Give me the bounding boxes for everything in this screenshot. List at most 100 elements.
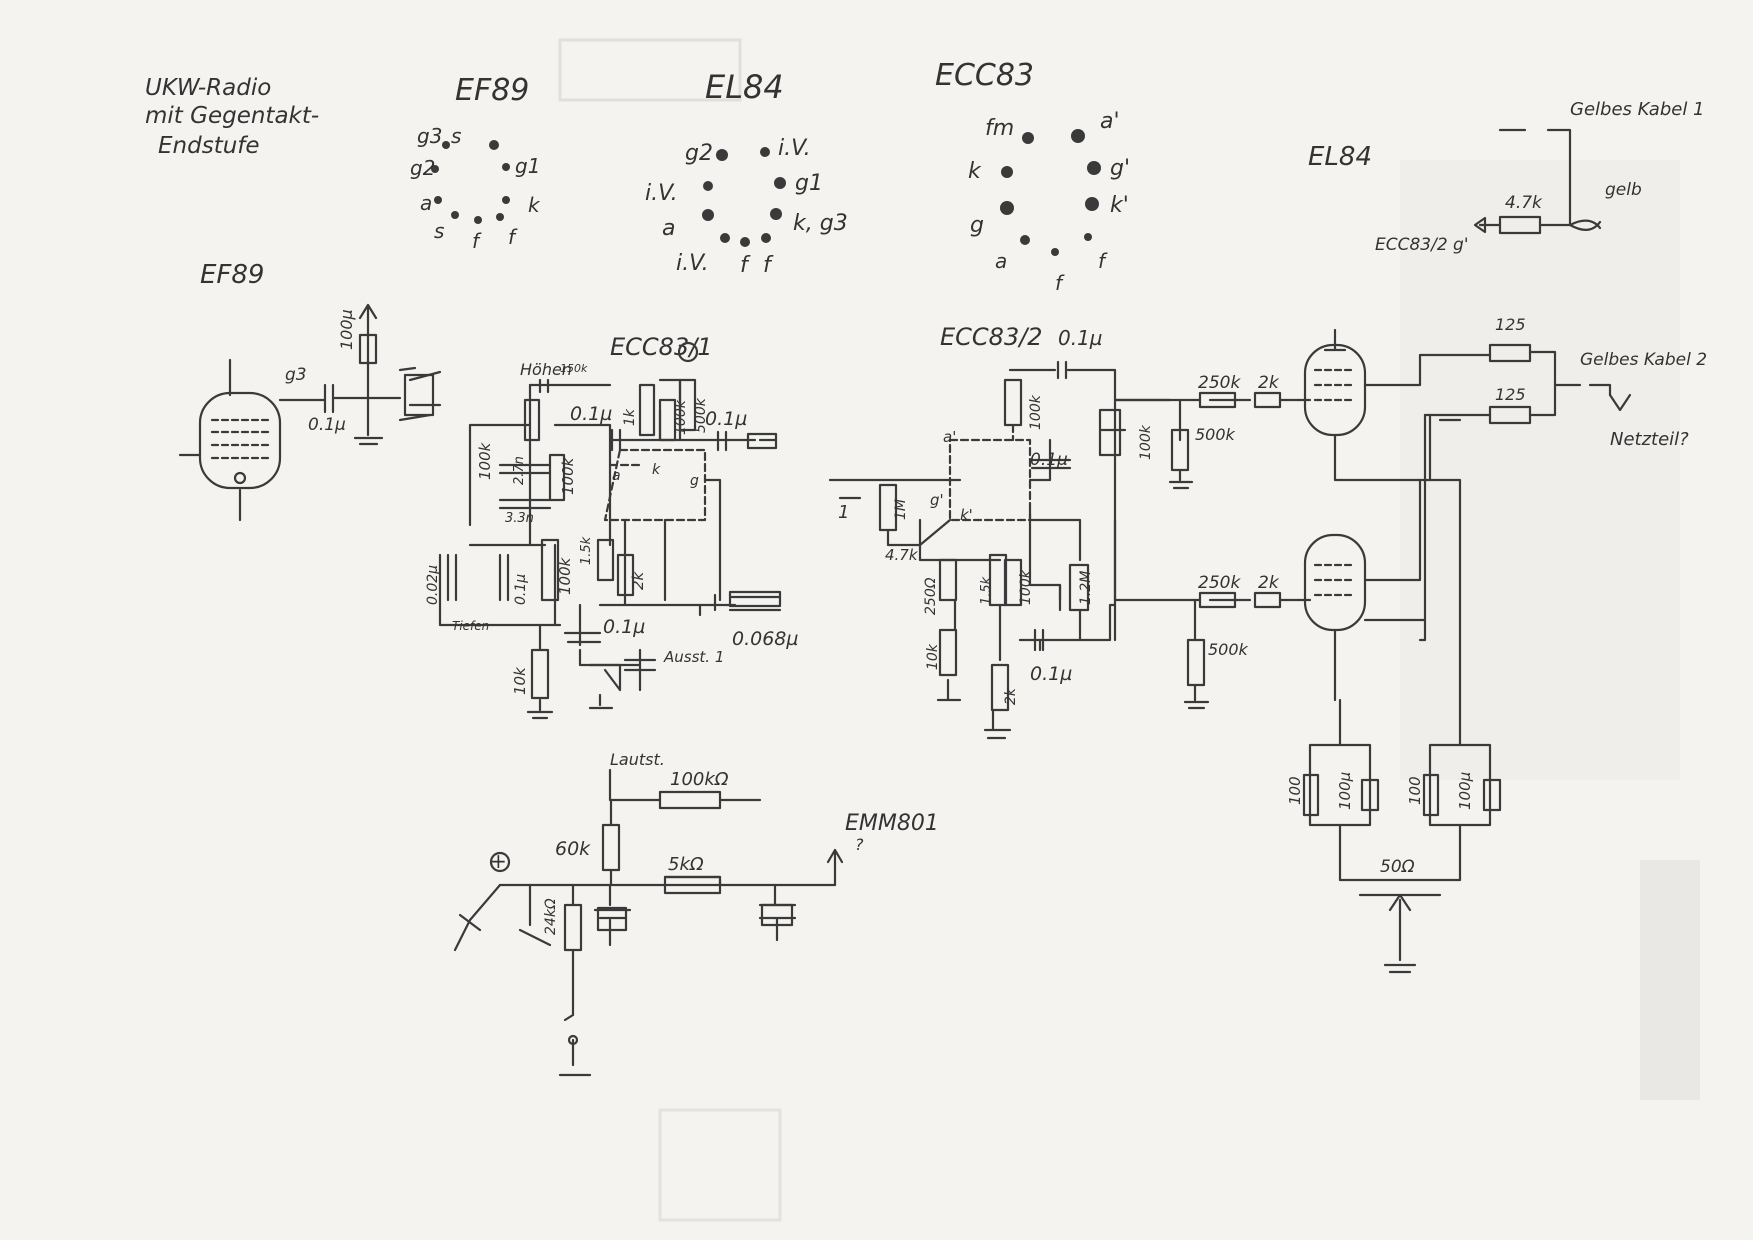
ecc83-1-c01c: 0.1µ <box>513 574 529 605</box>
indicator-r100k: 100kΩ <box>670 769 729 790</box>
pinout-el84-title: EL84 <box>705 68 784 106</box>
top-r250k: 250k <box>1198 373 1241 393</box>
stage-coupling: 250k 2k 500k 250k 2k 500k <box>1113 373 1312 710</box>
stage-ecc83-2: ECC83/2 0.1µ 100k a' 1 1M g' k' 4.7k 0.1… <box>828 323 1172 740</box>
el84-tube-bottom <box>1303 533 1367 632</box>
el84-pin-kg3: k, g3 <box>793 211 848 236</box>
ef89-g3-label: g3 <box>285 365 307 385</box>
ecc83-1-r15k: 1.5k <box>579 536 594 565</box>
ef89-tube <box>198 391 282 490</box>
bottom-r500k: 500k <box>1208 640 1249 659</box>
ef89-pin-g3: g3 <box>417 124 442 148</box>
ecc83-2-r2k: 2k <box>1003 687 1019 705</box>
ecc83-pin-f1: f <box>1055 271 1065 295</box>
cable-1-label: Gelbes Kabel 1 <box>1570 99 1705 120</box>
indicator-r5k: 5kΩ <box>668 854 704 875</box>
el84-r100b: 100 <box>1406 776 1424 805</box>
ecc83-2-r15k: 1.5k <box>979 576 994 605</box>
bottom-r2k: 2k <box>1258 573 1280 593</box>
top-r500k: 500k <box>1195 425 1236 444</box>
el84-pin-g2: g2 <box>685 141 713 166</box>
ecc83-1-c0068: 0.068µ <box>732 628 798 650</box>
bleed-through <box>558 38 1700 1222</box>
ecc83-2-pin-k1: k' <box>960 506 973 524</box>
title-line-1: UKW-Radio <box>145 75 271 101</box>
ecc83-pin-a1: a' <box>1100 109 1120 134</box>
top-r2k: 2k <box>1258 373 1280 393</box>
indicator-emm: EMM801 <box>845 811 939 836</box>
el84-tube-title: EL84 <box>1308 142 1372 172</box>
ef89-pin-s2: s <box>434 219 444 243</box>
ecc83-1-r10k: 10k <box>511 666 529 695</box>
feedback-gelb: gelb <box>1605 180 1642 200</box>
ecc83-pin-g1: g' <box>1110 156 1130 181</box>
pinout-ef89: EF89 g3 s g2 g1 a k s f f <box>410 73 541 253</box>
ecc83-1-r2k: 2k <box>629 570 647 590</box>
ef89-pin-a: a <box>420 191 432 215</box>
title-line-2: mit Gegentakt- <box>145 103 319 129</box>
ecc83-1-r100k-d: 100k <box>556 556 574 595</box>
ecc83-2-pin-g1: g' <box>930 491 944 509</box>
el84-pin-a: a <box>662 216 675 241</box>
el84-c100b: 100µ <box>1456 772 1474 810</box>
interconnect-wires <box>1058 413 1427 642</box>
el84-r125a: 125 <box>1495 315 1526 334</box>
ecc83-2-c01b: 0.1µ <box>1030 450 1068 470</box>
cable-2-label: Gelbes Kabel 2 <box>1580 350 1707 370</box>
ecc83-pin-a: a <box>995 249 1007 273</box>
ecc83-2-title: ECC83/2 <box>940 323 1043 351</box>
ecc83-pin-g: g <box>970 213 984 238</box>
feedback-target: ECC83/2 g' <box>1375 235 1469 255</box>
ecc83-2-r12M: 1.2M <box>1078 571 1094 605</box>
stage-ef89: EF89 g3 0.1µ 100µ <box>178 260 442 522</box>
el84-pot: 50Ω <box>1380 857 1415 877</box>
ef89-pin-k: k <box>528 193 541 217</box>
el84-pin-iv3: i.V. <box>676 251 709 276</box>
ecc83-1-r100k-a: 100k <box>476 441 494 480</box>
ecc83-1-pin-a: a <box>612 468 621 484</box>
ecc83-pin-k1: k' <box>1110 193 1129 218</box>
el84-pin-f2: f <box>763 253 774 278</box>
ecc83-2-r47k: 4.7k <box>885 546 919 564</box>
ecc83-2-r10k: 10k <box>925 643 941 670</box>
ecc83-1-pin-k: k <box>652 462 661 478</box>
pinout-ef89-title: EF89 <box>455 73 529 108</box>
ecc83-2-pin-a1: a' <box>943 428 956 446</box>
indicator-r24k: 24kΩ <box>543 898 559 935</box>
netzteil-label: Netzteil? <box>1610 429 1689 450</box>
title-block: UKW-Radio mit Gegentakt- Endstufe <box>145 75 319 159</box>
ecc83-1-c01d: 0.1µ <box>603 616 645 638</box>
ecc83-2-r250: 250Ω <box>923 577 939 615</box>
bottom-r250k: 250k <box>1198 573 1241 593</box>
stage-indicator: Lautst. 100kΩ 60k + 5kΩ EMM801 ? 24kΩ <box>453 750 939 1077</box>
ef89-elko-label: 100µ <box>337 309 356 350</box>
el84-tube-top <box>1303 343 1367 437</box>
el84-pin-iv2: i.V. <box>645 181 678 206</box>
el84-pin-iv1: i.V. <box>778 136 811 161</box>
ecc83-2-r1M: 1M <box>893 499 909 520</box>
ecc83-1-r1k: 1k <box>622 408 638 426</box>
ef89-pin-g1: g1 <box>515 154 540 178</box>
ecc83-1-c33n: 3.3n <box>505 511 534 526</box>
ecc83-1-aussteuer: Ausst. 1 <box>663 648 724 666</box>
ecc83-1-c01b: 0.1µ <box>705 408 747 430</box>
el84-c100a: 100µ <box>1336 772 1354 810</box>
el84-r125b: 125 <box>1495 385 1526 404</box>
indicator-q: ? <box>855 835 864 854</box>
feedback-r47k: 4.7k <box>1505 193 1543 213</box>
el84-pin-f1: f <box>740 253 751 278</box>
pinout-ecc83: ECC83 fm a' k g' g k' a f f <box>935 58 1130 295</box>
el84-r100a: 100 <box>1286 776 1304 805</box>
el84-pin-g1: g1 <box>795 171 823 196</box>
ecc83-2-r100k-b: 100k <box>1138 424 1154 460</box>
ecc83-pin-f2: f <box>1098 249 1108 273</box>
stage-ecc83-1: ECC83/1 Höhen 150k 100k 2.7n 3.3n 100k 1… <box>425 333 798 720</box>
pinout-el84: EL84 g2 i.V. i.V. g1 a k, g3 i.V. f f <box>645 68 848 278</box>
ecc83-1-c002: 0.02µ <box>425 565 441 605</box>
indicator-r60k: 60k <box>555 838 591 860</box>
ecc83-pin-fm: fm <box>985 116 1014 141</box>
ef89-pin-f1: f <box>472 229 482 253</box>
ecc83-2-r100k-a: 100k <box>1028 394 1044 430</box>
ecc83-2-r100k-c: 100k <box>1018 569 1034 605</box>
ef89-pin-g2: g2 <box>410 156 435 180</box>
